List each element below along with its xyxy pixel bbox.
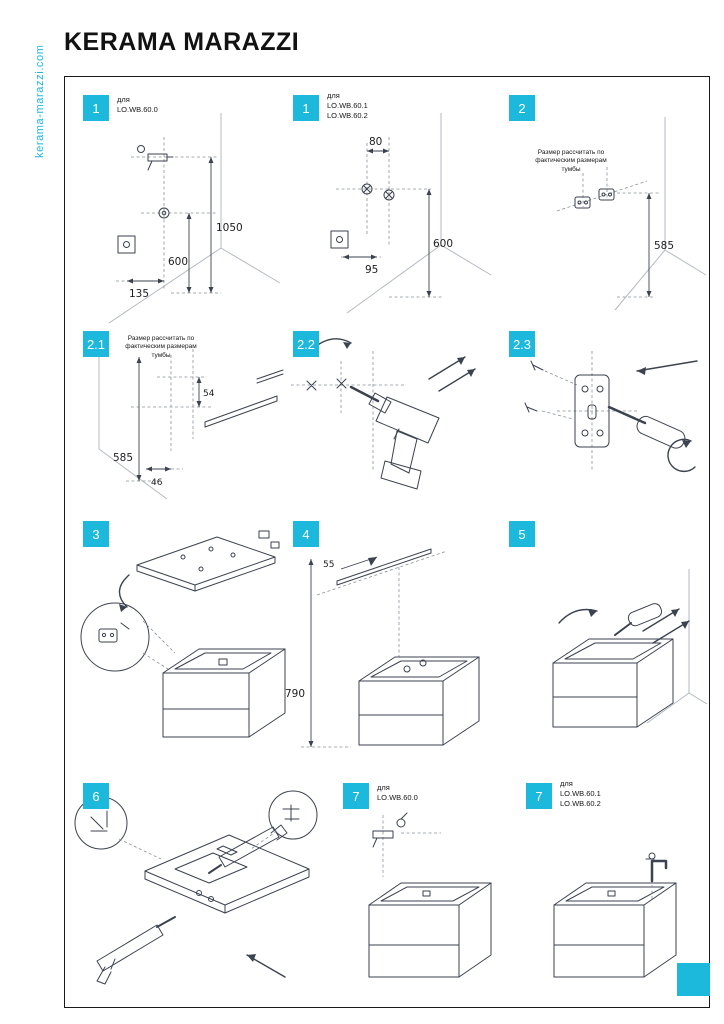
screwdriver-icon (614, 603, 663, 636)
wall-corner-lines (108, 113, 281, 324)
escutcheon-icon (117, 235, 136, 254)
illustration-drilling (291, 338, 476, 490)
step-number-badge: 6 (83, 783, 109, 809)
step-panel-7-lowb601: 7 для LO.WB.60.1 LO.WB.60.2 (514, 773, 704, 999)
illustration-bracket-height: 585 (556, 117, 707, 311)
step-number-badge: 1 (293, 95, 319, 121)
dimension-label: 80 (369, 136, 382, 148)
dimension-label: 585 (654, 240, 674, 252)
dimension-label: 135 (129, 288, 149, 300)
dimension-label: 54 (203, 389, 215, 399)
wall-spout-icon (137, 145, 174, 171)
step-panel-3: 3 (71, 511, 286, 769)
content-frame: 1050 600 135 1 для LO.WB.60.0 (64, 76, 710, 1008)
vanity-washbasin-icon (368, 882, 492, 978)
caulk-gun-icon (96, 916, 176, 985)
rotation-arrow-icon (558, 608, 598, 624)
illustration-bracket-screwing (524, 351, 698, 473)
illustration-top-panel-assembly (80, 530, 286, 738)
bracket-plate-icon (574, 374, 610, 448)
dimension-label: 55 (323, 560, 334, 570)
brand-title: KERAMA MARAZZI (64, 28, 300, 56)
rotation-arrow-icon (314, 338, 352, 349)
corner-accent-square (677, 963, 710, 996)
step-panel-2-1: 54 585 46 2.1 Размер рассчитать по факти… (71, 321, 286, 516)
dimension-label: 600 (433, 238, 453, 250)
drill-icon (349, 385, 440, 490)
step-number-badge: 5 (509, 521, 535, 547)
attach-arrow-icon (118, 574, 130, 612)
step-panel-5: 5 (497, 511, 707, 769)
step-panel-2: 585 2 Размер рассчитать по фактическим р… (497, 85, 707, 330)
step-panel-4: 55 790 4 (281, 511, 493, 769)
step-panel-2-3: 2.3 (497, 321, 707, 516)
step-number-badge: 4 (293, 521, 319, 547)
step-variant-label: для LO.WB.60.0 (377, 783, 418, 803)
step-panel-2-2: 2.2 (281, 321, 493, 516)
step-panel-1-lowb600: 1050 600 135 1 для LO.WB.60.0 (71, 85, 286, 330)
hanging-bracket-icons (574, 188, 615, 209)
valve-icons (361, 183, 395, 201)
dimension-label: 46 (151, 478, 163, 488)
step-number-badge: 2 (509, 95, 535, 121)
screwdriver-icon (607, 405, 686, 449)
dimension-label: 600 (168, 256, 188, 268)
illustration-faucet-mounting-dims: 1050 600 135 (108, 113, 281, 324)
screw-icons (524, 360, 544, 413)
direction-arrow-icon (246, 954, 286, 978)
step-number-badge: 7 (526, 783, 552, 809)
direction-arrows-icon (428, 356, 476, 392)
step-panel-6: 6 (71, 773, 321, 999)
countertop-icon (144, 834, 310, 914)
rotation-arrow-icon (667, 438, 696, 473)
step-variant-label: для LO.WB.60.1 LO.WB.60.2 (327, 91, 368, 121)
illustration-rail-cabinet-height: 55 790 (285, 548, 480, 748)
escutcheon-icon (330, 230, 349, 249)
illustration-finished-wall-faucet (368, 812, 492, 978)
cabinet-icon (358, 656, 480, 746)
deck-faucet-icon (645, 852, 668, 883)
step-number-badge: 3 (83, 521, 109, 547)
illustration-rail-position-dims: 54 585 46 (98, 349, 284, 500)
website-vertical-text: kerama-marazzi.com (34, 44, 46, 159)
size-calculation-note: Размер рассчитать по фактическим размера… (125, 335, 197, 359)
illustration-finished-deck-faucet (553, 852, 677, 978)
step-variant-label: для LO.WB.60.1 LO.WB.60.2 (560, 779, 601, 809)
step-panel-1-lowb601: 80 600 95 1 для LO.WB.60.1 LO.WB.60.2 (281, 85, 493, 330)
mounting-rail-icon (204, 369, 284, 428)
mixer-valve-icon (158, 207, 170, 219)
wall-spout-icon (372, 812, 408, 848)
illustration-cabinet-hanging (552, 569, 707, 728)
vanity-washbasin-icon (553, 882, 677, 978)
dimension-label: 1050 (216, 222, 243, 234)
dimension-label: 585 (113, 452, 133, 464)
top-panel-icon (136, 530, 280, 592)
drill-mark-icons (306, 378, 347, 391)
illustration-valves-mounting-dims: 80 600 95 (330, 113, 492, 314)
step-number-badge: 2.3 (509, 331, 535, 357)
magnifier-detail-icon (268, 790, 318, 840)
cabinet-icon (552, 638, 674, 728)
step-variant-label: для LO.WB.60.0 (117, 95, 158, 115)
step-panel-7-lowb600: 7 для LO.WB.60.0 (331, 773, 511, 999)
cabinet-icon (162, 648, 286, 738)
push-arrow-icon (636, 360, 698, 375)
step-number-badge: 2.1 (83, 331, 109, 357)
direction-arrows-icon (642, 608, 690, 644)
magnifier-detail-icon (80, 602, 150, 672)
size-calculation-note: Размер рассчитать по фактическим размера… (535, 149, 607, 173)
dimension-label: 95 (365, 264, 378, 276)
step-number-badge: 2.2 (293, 331, 319, 357)
mounting-rail-icon (336, 548, 432, 586)
step-number-badge: 1 (83, 95, 109, 121)
step-number-badge: 7 (343, 783, 369, 809)
dimension-label: 790 (285, 688, 305, 700)
